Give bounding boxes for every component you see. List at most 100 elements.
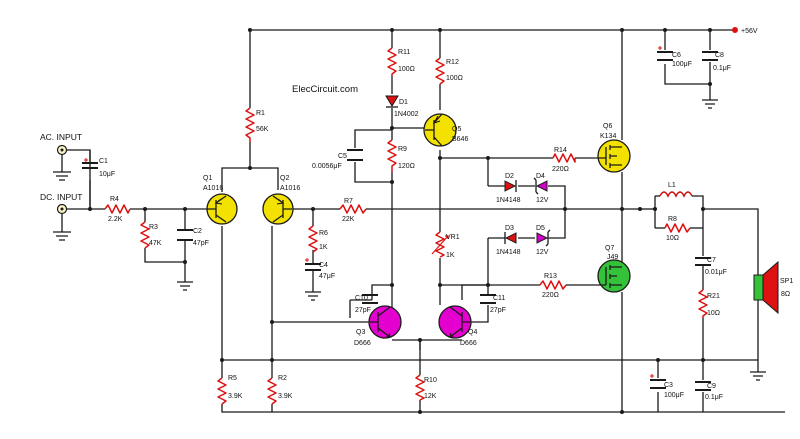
d4-ref: D4 [536, 173, 545, 180]
r13-resistor [539, 280, 567, 290]
c4-value: 47μF [319, 273, 335, 280]
r2-value: 3.9K [278, 393, 293, 400]
q4-transistor [438, 305, 472, 339]
d2-value: 1N4148 [496, 197, 521, 204]
c5-ref: C5 [338, 153, 347, 160]
d1-ref: D1 [399, 99, 408, 106]
c8-capacitor [702, 51, 718, 61]
c4-ref: C4 [319, 262, 328, 269]
dc-input-jack [53, 203, 71, 241]
c4-capacitor [305, 258, 321, 280]
r8-value: 10Ω [666, 235, 679, 242]
q5-ref: Q5 [452, 126, 461, 133]
r6-resistor [308, 225, 318, 253]
r10-value: 120Ω [398, 163, 415, 170]
d3-ref: D3 [505, 225, 514, 232]
r5-value: 3.9K [228, 393, 243, 400]
r1-ref: R1 [256, 110, 265, 117]
l1-inductor [659, 191, 693, 198]
wires [67, 29, 785, 413]
r6-ref: R6 [319, 230, 328, 237]
speaker-icon [753, 260, 779, 315]
q5-value: B646 [452, 136, 468, 143]
c1-value: 10μF [99, 171, 115, 178]
d2-diode [504, 180, 517, 192]
supply-terminal [732, 27, 738, 33]
r9-value: 12K [424, 393, 437, 400]
q1-value: A1016 [203, 185, 223, 192]
c2-capacitor [177, 229, 193, 241]
c3-ref: C3 [664, 382, 673, 389]
c11-ref: C11 [493, 295, 505, 302]
c8-value: 0.1μF [713, 65, 731, 72]
q6-mosfet [597, 139, 631, 173]
r8-ref: R8 [668, 216, 677, 223]
q6-ref: Q6 [603, 123, 612, 130]
q7-value: J49 [607, 254, 618, 261]
r12-value: 100Ω [446, 75, 463, 82]
q2-ref: Q2 [280, 175, 289, 182]
d4-value: 12V [536, 197, 549, 204]
q3-transistor [368, 305, 402, 339]
r21-value: 10Ω [707, 310, 720, 317]
ac-input-jack [53, 144, 71, 181]
c5-capacitor [347, 149, 363, 161]
q1-transistor [206, 193, 238, 225]
d2-ref: D2 [505, 173, 514, 180]
c7-ref: C7 [707, 257, 716, 264]
r3-value: 47K [149, 240, 162, 247]
l1-ref: L1 [668, 182, 676, 189]
r13-ref: R13 [544, 273, 557, 280]
c9-capacitor [695, 381, 711, 391]
r11-ref: R11 [398, 49, 410, 56]
c6-value: 100μF [672, 61, 692, 68]
junctions [88, 28, 712, 414]
q6-value: K134 [600, 133, 616, 140]
q7-ref: Q7 [605, 245, 614, 252]
r7-resistor [339, 204, 367, 214]
c6-ref: C6 [672, 52, 681, 59]
r14-resistor [552, 153, 576, 163]
supply-label: +56V [741, 28, 758, 35]
c9-value: 0.1μF [705, 394, 723, 401]
r5-ref: R5 [228, 375, 237, 382]
c2-value: 47pF [193, 240, 209, 247]
site-title: ElecCircuit.com [292, 84, 358, 95]
r11-value: 100Ω [398, 66, 415, 73]
d1-value: 1N4002 [394, 111, 419, 118]
r11-resistor [387, 47, 397, 76]
r9-ref: R10 [424, 377, 437, 384]
c7-value: 0.01μF [705, 269, 727, 276]
r1-resistor [245, 107, 255, 142]
d3-value: 1N4148 [496, 249, 521, 256]
r6-value: 1K [319, 244, 328, 251]
vr1-ref: VR1 [446, 234, 460, 241]
c1-ref: C1 [99, 158, 108, 165]
q4-value: D666 [460, 340, 477, 347]
d1-diode [385, 95, 399, 108]
q1-ref: Q1 [203, 175, 212, 182]
r4-resistor [104, 204, 131, 214]
r3-resistor [140, 221, 150, 249]
r7-ref: R7 [344, 198, 353, 205]
r2-ref: R2 [278, 375, 287, 382]
c5-value: 0.0056μF [312, 163, 342, 170]
c3-capacitor [650, 374, 666, 389]
c8-ref: C8 [715, 52, 724, 59]
c6-capacitor [657, 46, 673, 61]
q2-transistor [262, 193, 294, 225]
c9-ref: C9 [707, 383, 716, 390]
r21-ref: R21 [707, 293, 720, 300]
c1-capacitor [82, 158, 98, 169]
q4-ref: Q4 [468, 329, 477, 336]
dc-input-label: DC. INPUT [40, 192, 83, 202]
r5-resistor [217, 377, 227, 405]
d5-zener [536, 229, 551, 247]
r4-value: 2.2K [108, 216, 123, 223]
q7-mosfet [597, 259, 631, 293]
q3-value: D666 [354, 340, 371, 347]
r10-resistor [387, 139, 397, 172]
r4-ref: R4 [110, 196, 119, 203]
r14-ref: R14 [554, 147, 567, 154]
